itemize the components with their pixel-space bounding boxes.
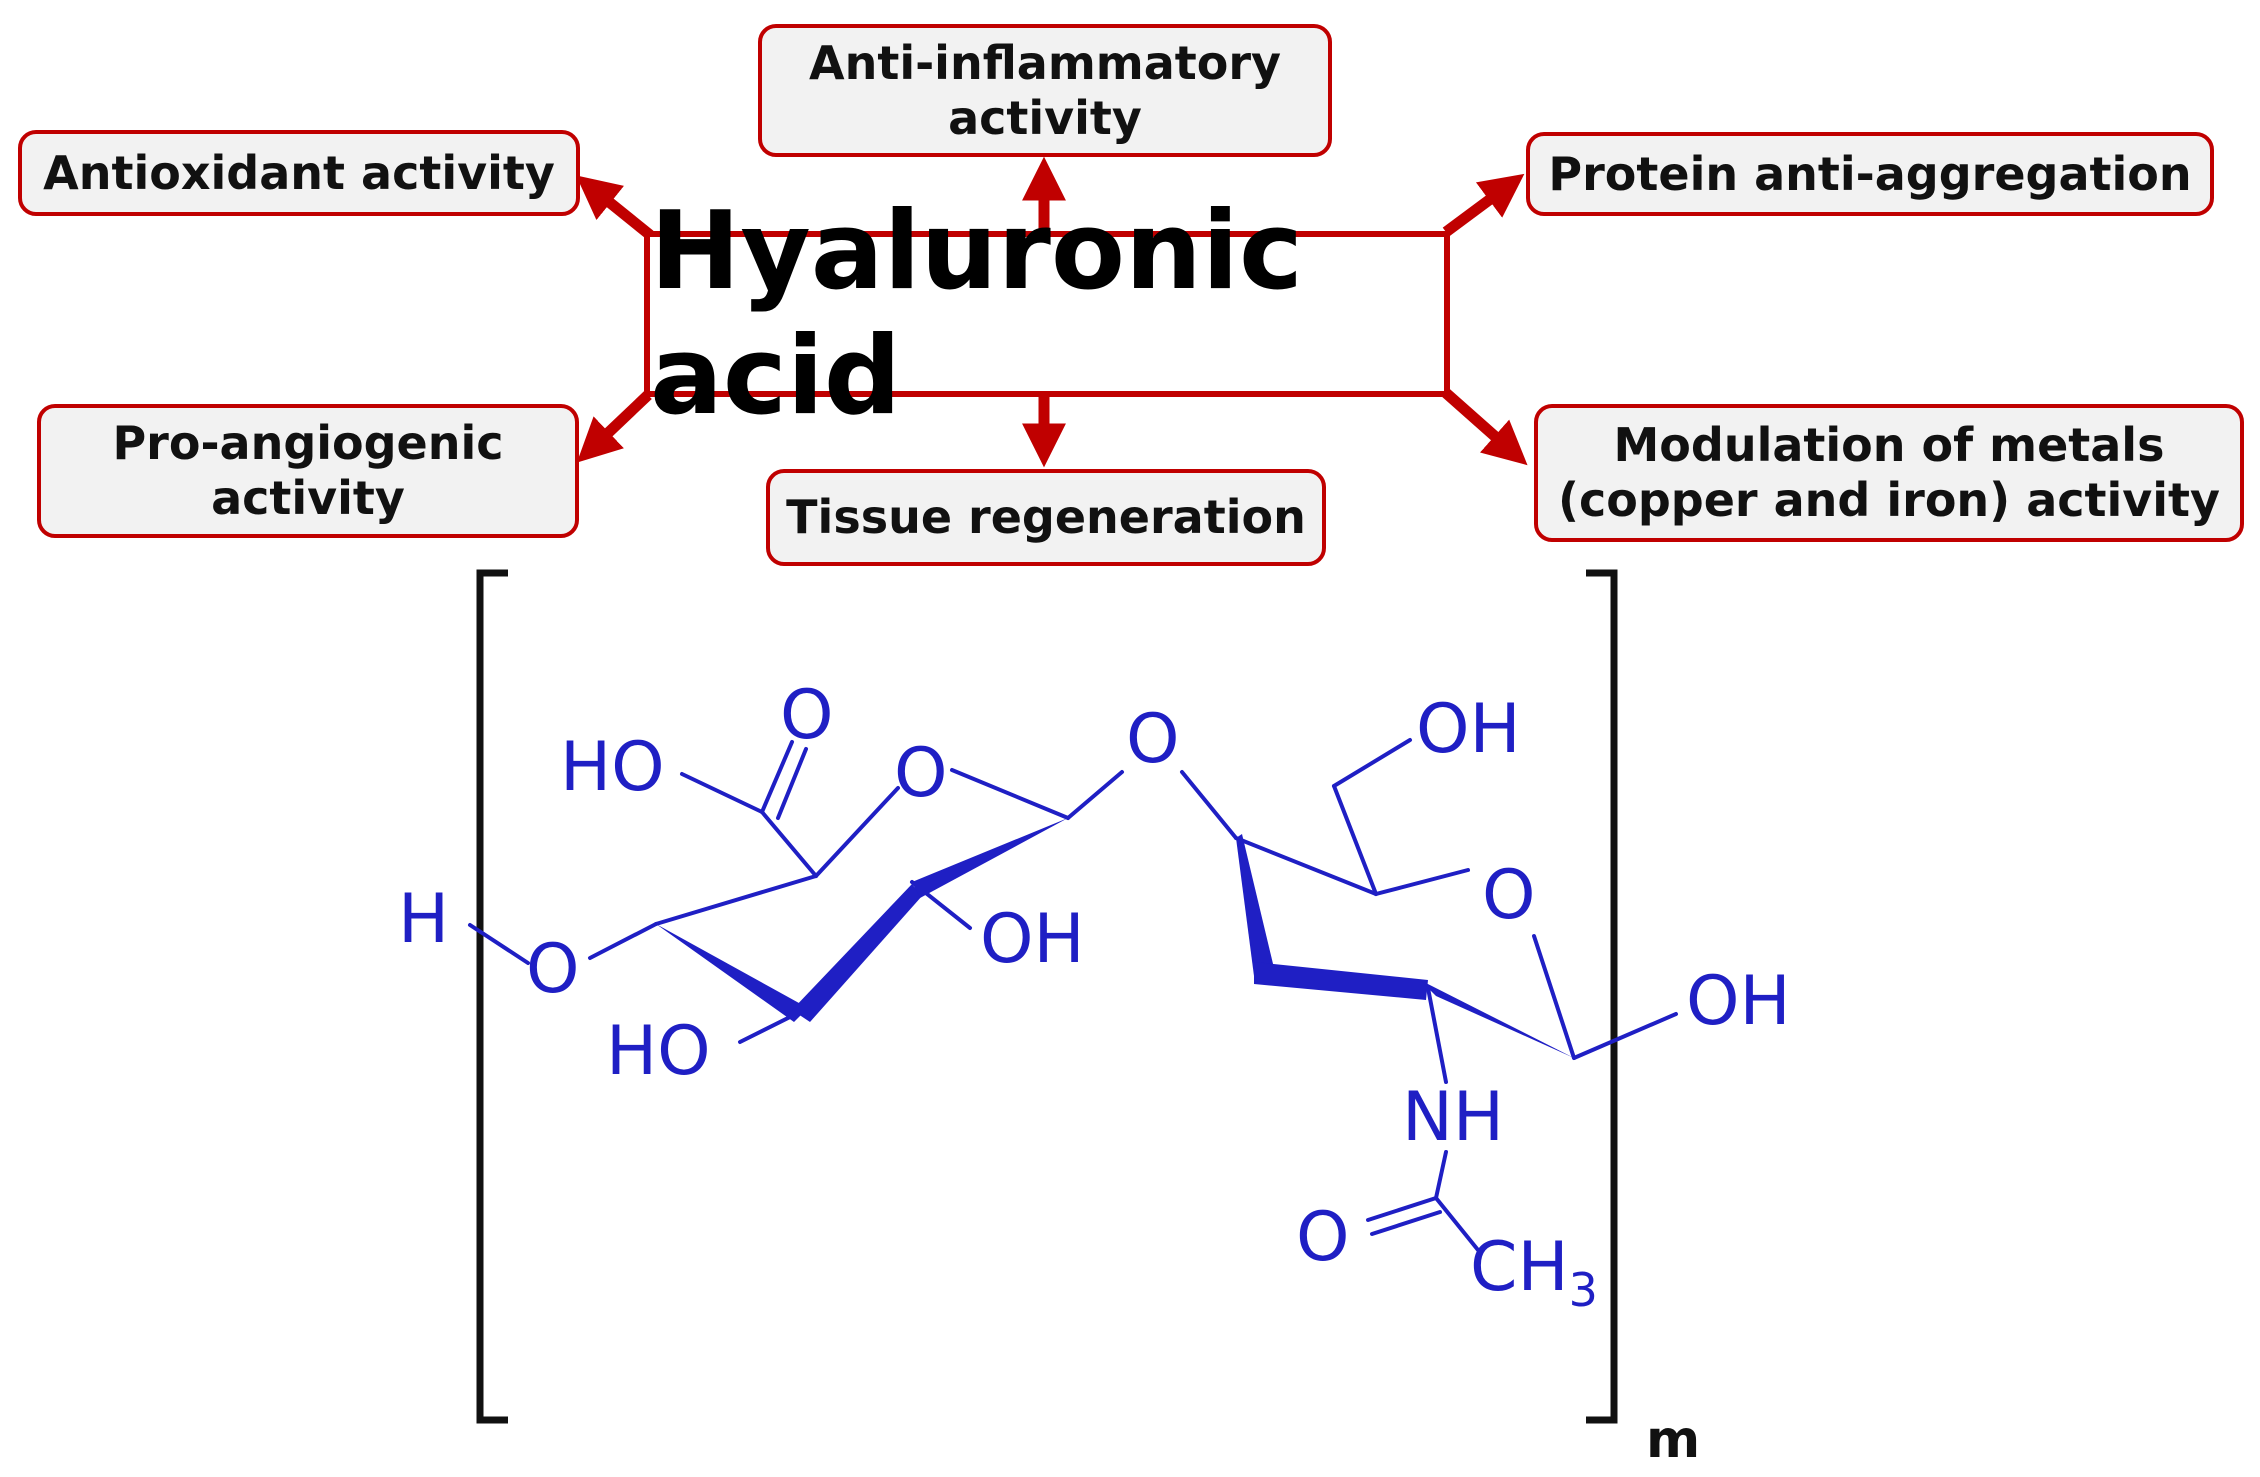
ch3-subscript: 3 xyxy=(1569,1263,1598,1317)
pro-angiogenic-label-line1: Pro-angiogenic xyxy=(112,416,504,470)
arrow-to-metals xyxy=(1442,388,1528,466)
end-o-label: O xyxy=(526,930,580,1009)
carbonyl-o-label: O xyxy=(780,676,834,755)
ring1-o-label: O xyxy=(894,734,948,813)
right-bracket xyxy=(1586,569,1618,1424)
pro-angiogenic-label-line2: activity xyxy=(211,471,405,525)
anti-inflammatory-box: Anti-inflammatory activity xyxy=(758,24,1332,157)
left-bracket xyxy=(476,569,508,1424)
arrow-to-protein xyxy=(1442,173,1525,237)
arrow-to-antioxidant xyxy=(576,175,654,240)
pro-angiogenic-box: Pro-angiogenic activity xyxy=(37,404,579,538)
wedge-ring2-left xyxy=(1236,834,1274,976)
metals-modulation-label-line2: (copper and iron) activity xyxy=(1557,473,2220,527)
ring1-oh-label: OH xyxy=(980,900,1085,979)
antioxidant-box: Antioxidant activity xyxy=(18,130,580,216)
repeat-unit-m-label: m xyxy=(1646,1410,1701,1470)
metals-modulation-label-line1: Modulation of metals xyxy=(1613,418,2165,472)
anomeric-oh-label: OH xyxy=(1686,962,1791,1041)
ch3-main: CH xyxy=(1470,1228,1569,1307)
hyaluronic-acid-title-box: Hyaluronic acid xyxy=(644,189,1450,439)
wedge-ring2-right xyxy=(1420,980,1574,1058)
antioxidant-label: Antioxidant activity xyxy=(43,145,555,200)
amide-o-label: O xyxy=(1296,1198,1350,1277)
glycosidic-o-label: O xyxy=(1126,700,1180,779)
wedge-ring1-back xyxy=(792,884,922,1022)
ring2-o-label: O xyxy=(1482,856,1536,935)
repeat-brackets xyxy=(476,569,1618,1424)
ring1-ho-label: HO xyxy=(606,1012,711,1091)
wedge-ring2-bottom xyxy=(1254,962,1428,1000)
anti-inflammatory-label-line2: activity xyxy=(948,90,1142,145)
protein-anti-aggregation-box: Protein anti-aggregation xyxy=(1526,132,2214,216)
anti-inflammatory-label-line1: Anti-inflammatory xyxy=(808,35,1282,90)
protein-anti-aggregation-label: Protein anti-aggregation xyxy=(1548,146,2192,201)
wedge-ring1-right xyxy=(912,818,1068,898)
carboxyl-ho-label: HO xyxy=(560,728,665,807)
ch2-oh-label: OH xyxy=(1416,690,1521,769)
metals-modulation-box: Modulation of metals (copper and iron) a… xyxy=(1534,404,2244,542)
end-h-label: H xyxy=(398,880,449,959)
ch3-label: CH3 xyxy=(1470,1228,1598,1317)
tissue-regeneration-box: Tissue regeneration xyxy=(766,469,1326,566)
arrow-to-pro-angiogenic xyxy=(576,391,652,463)
wedge-ring1-left xyxy=(656,924,808,1022)
nh-label: NH xyxy=(1402,1078,1504,1157)
hyaluronic-acid-title: Hyaluronic acid xyxy=(650,189,1303,439)
tissue-regeneration-label: Tissue regeneration xyxy=(786,490,1306,544)
